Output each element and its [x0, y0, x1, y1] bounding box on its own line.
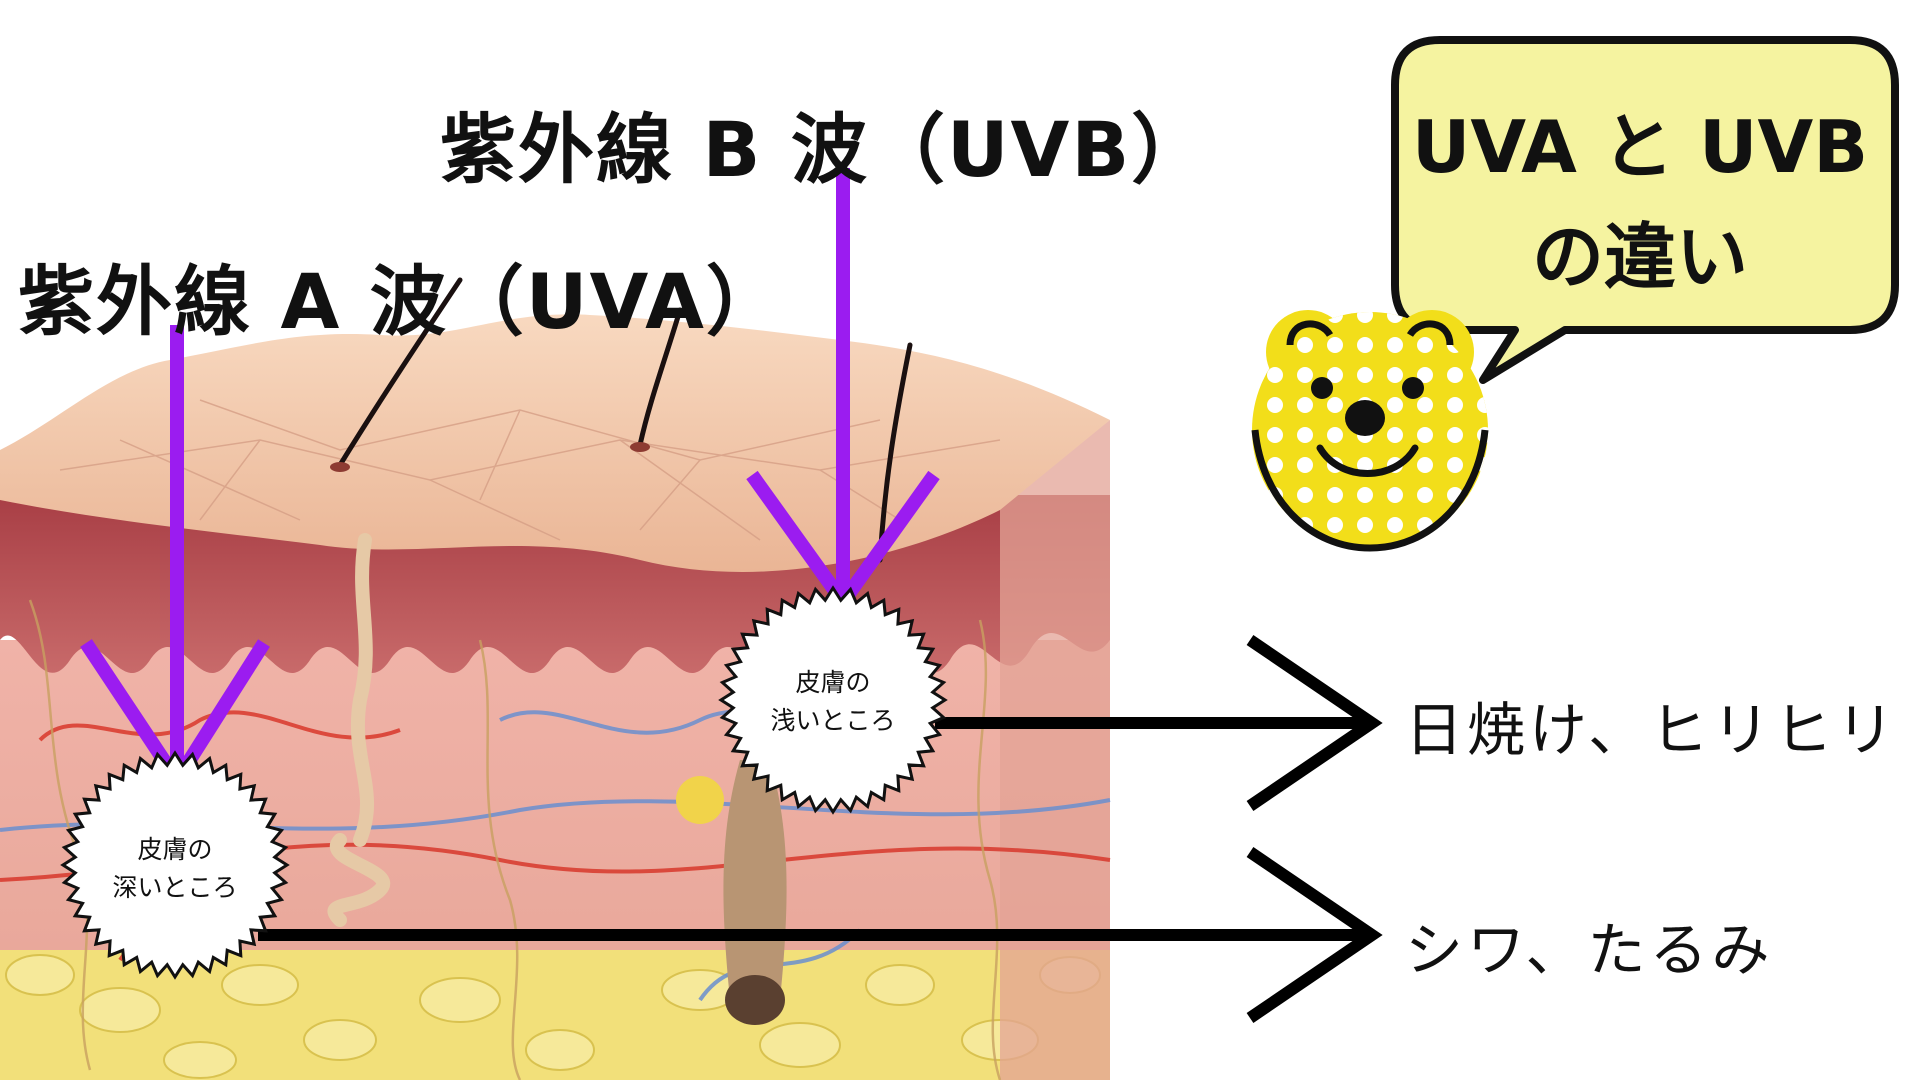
hair-shafts [337, 277, 913, 563]
fat-layer [0, 930, 1110, 1080]
deep-skin-badge [60, 750, 290, 980]
uvb-label: 紫外線 B 波（UVB） [440, 105, 1210, 194]
wrinkle-connector [258, 847, 1383, 1023]
deep-skin-badge-text: 皮膚の 深いところ [80, 831, 270, 907]
wrinkle-effect-label: シワ、たるみ [1405, 916, 1774, 984]
uva-label: 紫外線 A 波（UVA） [18, 257, 784, 346]
shallow-badge-line2: 浅いところ [770, 706, 896, 735]
shallow-skin-badge-text: 皮膚の 浅いところ [738, 664, 928, 740]
bubble-title-line1: UVA と UVB [1411, 105, 1869, 189]
bubble-title-line2: の違い [1531, 215, 1748, 299]
deep-badge-line1: 皮膚の [137, 835, 213, 864]
shallow-badge-line1: 皮膚の [795, 668, 871, 697]
skin-surface [0, 314, 1110, 572]
shallow-skin-badge [718, 585, 948, 815]
block-side [1000, 420, 1110, 1080]
sunburn-effect-label: 日焼け、ヒリヒリ [1405, 696, 1899, 764]
sunburn-connector [935, 635, 1383, 811]
speech-bubble-icon [1391, 36, 1899, 384]
sweat-gland [327, 533, 391, 927]
deep-badge-line2: 深いところ [112, 873, 238, 902]
bear-mascot-icon [1251, 310, 1489, 552]
